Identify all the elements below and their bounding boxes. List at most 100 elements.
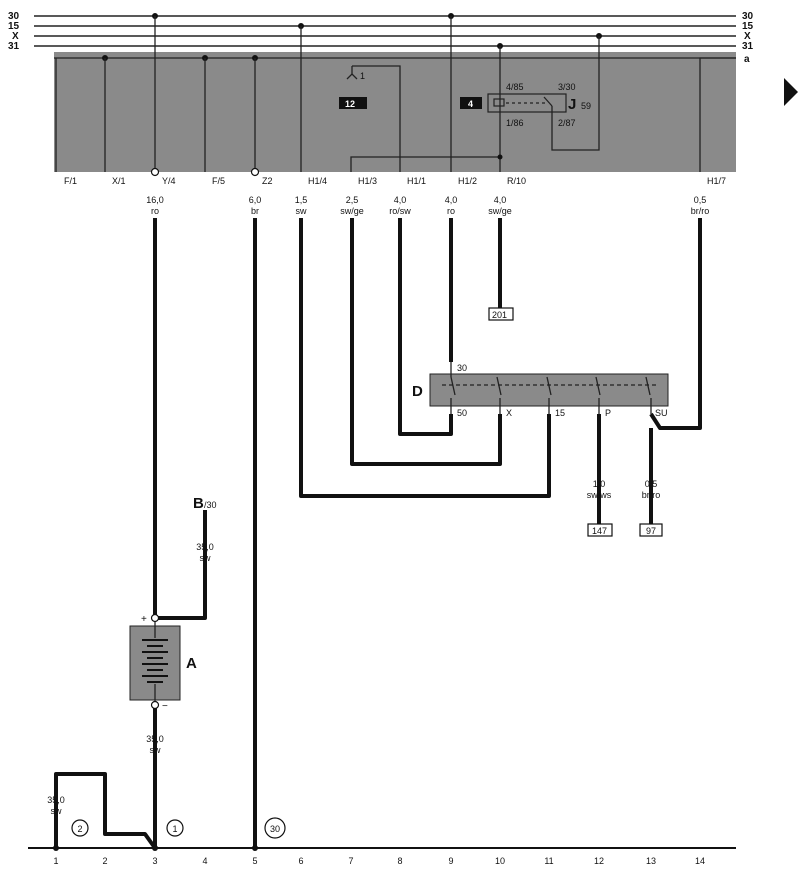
svg-text:br/ro: br/ro	[642, 490, 661, 500]
svg-text:1/86: 1/86	[506, 118, 524, 128]
svg-text:7: 7	[348, 856, 353, 866]
svg-text:1: 1	[172, 824, 177, 834]
svg-text:0,5: 0,5	[694, 195, 707, 205]
svg-text:R/10: R/10	[507, 176, 526, 186]
svg-text:F/5: F/5	[212, 176, 225, 186]
svg-text:sw: sw	[51, 806, 63, 816]
svg-text:D: D	[412, 383, 423, 400]
svg-text:Y/4: Y/4	[162, 176, 176, 186]
svg-text:35,0: 35,0	[146, 734, 164, 744]
svg-text:X: X	[744, 31, 751, 42]
svg-text:0,5: 0,5	[645, 479, 658, 489]
svg-text:8: 8	[397, 856, 402, 866]
svg-text:9: 9	[448, 856, 453, 866]
svg-text:11: 11	[544, 856, 553, 866]
svg-text:X: X	[506, 408, 512, 418]
svg-text:sw: sw	[296, 206, 308, 216]
svg-text:+: +	[141, 614, 147, 625]
svg-text:201: 201	[492, 310, 507, 320]
svg-text:2: 2	[102, 856, 107, 866]
component-B: B /30 35,0 sw	[193, 495, 217, 563]
heavy-wires	[54, 218, 702, 850]
svg-text:30: 30	[742, 11, 754, 22]
svg-text:13: 13	[646, 856, 656, 866]
relay-J59	[487, 93, 567, 113]
svg-text:2,5: 2,5	[346, 195, 359, 205]
wire-labels: 16,0 ro 6,0 br 1,5 sw 2,5 sw/ge 4,0 ro/s…	[146, 195, 709, 216]
ground-points: 2 1 30	[71, 817, 286, 839]
box-4	[460, 97, 482, 109]
svg-text:10: 10	[495, 856, 505, 866]
svg-text:P: P	[605, 408, 611, 418]
svg-text:H1/3: H1/3	[358, 176, 377, 186]
svg-text:6: 6	[298, 856, 303, 866]
svg-text:30: 30	[270, 824, 280, 834]
svg-text:ro/sw: ro/sw	[389, 206, 411, 216]
svg-text:30: 30	[8, 11, 20, 22]
svg-text:50: 50	[457, 408, 467, 418]
svg-text:−: −	[162, 701, 168, 712]
svg-text:4/85: 4/85	[506, 82, 524, 92]
svg-text:1: 1	[53, 856, 58, 866]
svg-text:Z2: Z2	[262, 176, 273, 186]
svg-text:a: a	[744, 54, 750, 65]
bus-lines	[34, 15, 736, 59]
next-page-arrow-icon[interactable]	[784, 78, 798, 106]
bus-labels-left: 30 15 X 31	[8, 11, 20, 52]
svg-text:31: 31	[742, 41, 754, 52]
svg-text:3: 3	[152, 856, 157, 866]
svg-text:H1/2: H1/2	[458, 176, 477, 186]
svg-text:H1/7: H1/7	[707, 176, 726, 186]
component-D: D 30 50 X 15 P SU	[412, 362, 669, 418]
svg-text:4,0: 4,0	[394, 195, 407, 205]
column-numbers: 1 2 3 4 5 6 7 8 9 10 11 12 13 14	[53, 856, 705, 866]
svg-text:/30: /30	[204, 500, 217, 510]
svg-text:J: J	[568, 96, 576, 113]
svg-text:F/1: F/1	[64, 176, 77, 186]
relay-panel	[54, 52, 736, 172]
svg-text:ro: ro	[151, 206, 159, 216]
svg-text:4,0: 4,0	[494, 195, 507, 205]
svg-text:31: 31	[8, 41, 20, 52]
svg-text:15: 15	[555, 408, 565, 418]
bus-labels-right: 30 15 X 31 a	[742, 11, 754, 65]
svg-text:97: 97	[646, 526, 656, 536]
svg-text:ro: ro	[447, 206, 455, 216]
svg-text:br: br	[251, 206, 259, 216]
svg-text:sw: sw	[200, 553, 212, 563]
panel-wires	[55, 16, 736, 172]
svg-text:br/ro: br/ro	[691, 206, 710, 216]
svg-text:sw: sw	[150, 745, 162, 755]
lower-wire-labels: 35,0 sw 1,0 sw/ws 0,5 br/ro	[47, 479, 660, 816]
svg-text:35,0: 35,0	[47, 795, 65, 805]
svg-text:sw/ge: sw/ge	[488, 206, 512, 216]
svg-text:147: 147	[592, 526, 607, 536]
svg-text:2/87: 2/87	[558, 118, 576, 128]
svg-text:5: 5	[252, 856, 257, 866]
svg-text:X/1: X/1	[112, 176, 126, 186]
box-12	[339, 97, 367, 109]
svg-text:14: 14	[695, 856, 705, 866]
svg-text:6,0: 6,0	[249, 195, 262, 205]
svg-text:30: 30	[457, 363, 467, 373]
svg-text:15: 15	[8, 21, 20, 32]
svg-text:B: B	[193, 495, 204, 512]
svg-text:sw/ge: sw/ge	[340, 206, 364, 216]
component-A: + − A 35,0 sw	[129, 613, 197, 755]
svg-text:H1/1: H1/1	[407, 176, 426, 186]
svg-text:3/30: 3/30	[558, 82, 576, 92]
svg-text:15: 15	[742, 21, 754, 32]
svg-text:1: 1	[360, 71, 365, 81]
svg-text:12: 12	[594, 856, 604, 866]
svg-text:1,5: 1,5	[295, 195, 308, 205]
svg-text:4,0: 4,0	[445, 195, 458, 205]
svg-text:A: A	[186, 655, 197, 672]
svg-text:1,0: 1,0	[593, 479, 606, 489]
svg-text:sw/ws: sw/ws	[587, 490, 612, 500]
ground-mark: 1	[346, 66, 365, 81]
svg-text:4: 4	[202, 856, 207, 866]
ref-boxes: 201 147 97	[488, 307, 663, 537]
connectors: F/1 X/1 Y/4 F/5 Z2 H1/4 H1/3 H1/1 H1/2 R…	[64, 167, 726, 186]
svg-text:SU: SU	[655, 408, 668, 418]
